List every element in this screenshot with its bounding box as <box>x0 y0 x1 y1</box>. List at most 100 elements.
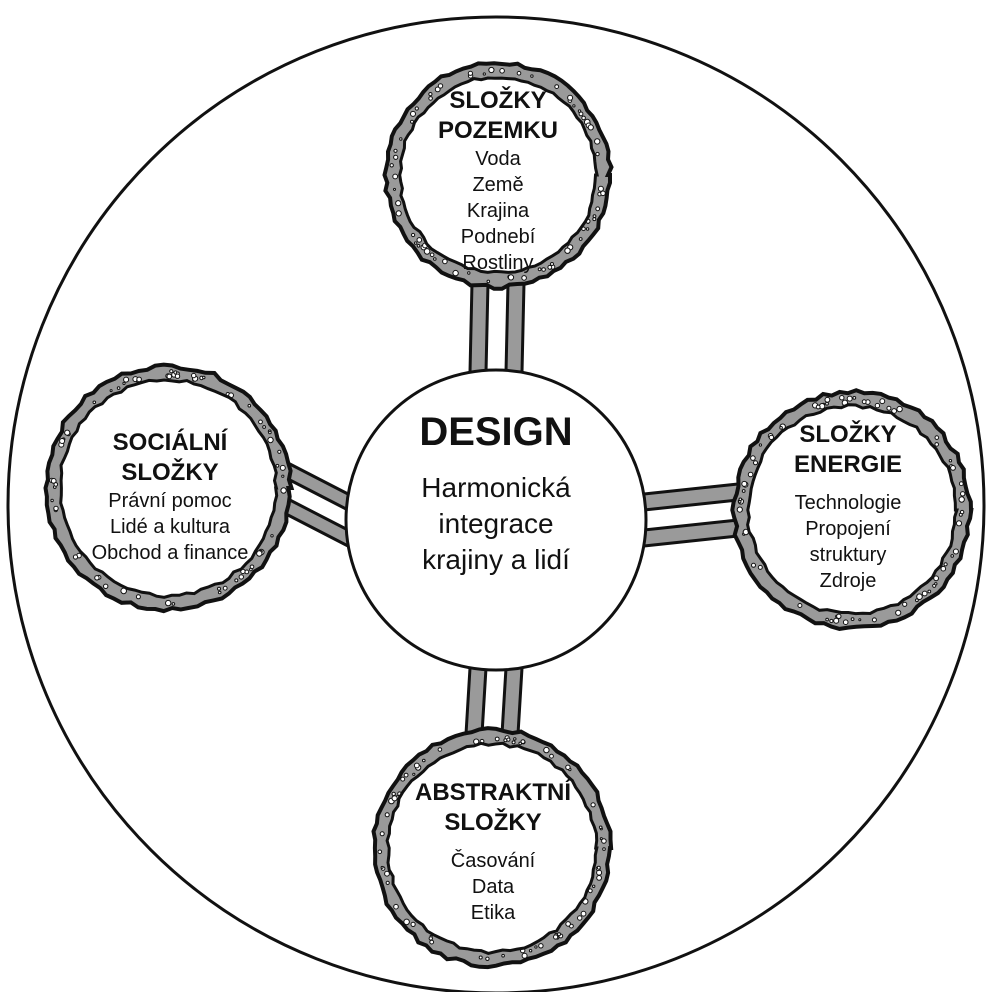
bubble-texture-dot <box>842 619 849 626</box>
node-top-item: Krajina <box>466 200 530 222</box>
bubble-texture-dot <box>268 430 272 435</box>
node-bottom-item: Časování <box>450 850 536 872</box>
node-top-label: SLOŽKY POZEMKU Voda Země Krajina Podnebí… <box>398 86 598 276</box>
bubble-texture-dot <box>895 609 902 616</box>
bubble-texture-dot <box>768 434 775 441</box>
bubble-texture-dot <box>256 550 263 557</box>
bubble-texture-dot <box>736 506 743 513</box>
bubble-texture-dot <box>753 460 758 466</box>
bubble-texture-dot <box>485 956 490 961</box>
node-bottom-title: ABSTRAKTNÍ <box>415 779 571 806</box>
bubble-texture-dot <box>478 955 483 960</box>
bubble-texture-dot <box>217 590 222 595</box>
bubble-texture-dot <box>393 154 399 160</box>
bubble-texture-dot <box>385 880 390 886</box>
bubble-texture-dot <box>50 498 54 503</box>
bubble-texture-dot <box>122 381 126 385</box>
bubble-texture-dot <box>422 758 426 763</box>
bubble-texture-dot <box>513 737 517 741</box>
center-subtitle-line: integrace <box>438 508 554 539</box>
bubble-texture-dot <box>829 618 834 624</box>
bubble-texture-dot <box>384 812 390 818</box>
node-top-item: Voda <box>475 148 521 170</box>
bubble-texture-dot <box>592 884 596 888</box>
bubble-texture-dot <box>494 736 500 742</box>
bubble-texture-dot <box>779 426 783 430</box>
bubble-texture-dot <box>521 275 527 281</box>
bubble-texture-dot <box>165 599 172 607</box>
bubble-texture-dot <box>403 772 409 778</box>
bubble-texture-dot <box>927 589 932 594</box>
bubble-texture-dot <box>940 565 947 572</box>
bubble-texture-dot <box>590 802 596 808</box>
node-right-item: Propojení <box>805 518 891 540</box>
bubble-texture-dot <box>596 875 602 881</box>
bubble-texture-dot <box>59 438 66 444</box>
bubble-texture-dot <box>379 831 385 837</box>
bubble-texture-dot <box>541 267 546 272</box>
bubble-texture-dot <box>577 915 583 921</box>
bubbles <box>43 61 974 970</box>
bubble-texture-dot <box>174 373 181 379</box>
center-subtitle-line: krajiny a lidí <box>422 544 570 575</box>
bubble-texture-dot <box>738 497 743 502</box>
bubble-texture-dot <box>598 825 603 830</box>
node-top-bubble <box>382 61 614 291</box>
bubble-texture-dot <box>950 465 956 471</box>
bubble-texture-dot <box>501 953 505 958</box>
bubble-texture-dot <box>594 138 601 145</box>
bubble-texture-dot <box>395 210 402 217</box>
bubble-texture-dot <box>403 918 410 926</box>
bubble-texture-dot <box>601 838 607 844</box>
bubble-texture-dot <box>741 480 748 487</box>
bubble-texture-dot <box>169 369 174 374</box>
bubble-texture-dot <box>410 110 416 117</box>
bubble-texture-dot <box>434 86 441 93</box>
bubble-texture-dot <box>846 395 853 402</box>
bubble-texture-dot <box>520 739 526 744</box>
bubble-texture-dot <box>549 753 554 759</box>
bubble-texture-dot <box>959 509 965 515</box>
bubble-texture-dot <box>467 70 473 76</box>
bubble-texture-dot <box>858 618 862 622</box>
bubble-texture-dot <box>565 764 571 770</box>
center-subtitle-line: Harmonická <box>421 472 571 503</box>
bubble-texture-dot <box>758 443 763 447</box>
bubble-texture-dot <box>577 109 582 113</box>
bubble-texture-dot <box>437 747 443 752</box>
bubble-texture-dot <box>92 400 97 405</box>
bubble-texture-dot <box>429 939 435 945</box>
bubble-texture-dot <box>839 395 845 401</box>
node-bottom-item: Etika <box>470 902 516 924</box>
node-top-title: POZEMKU <box>438 117 558 144</box>
bubble-texture-dot <box>499 68 505 74</box>
bubble-texture-dot <box>564 247 571 254</box>
bubble-texture-dot <box>578 237 583 241</box>
bubble-texture-dot <box>279 464 286 471</box>
bubble-texture-dot <box>414 241 418 245</box>
bubble-texture-dot <box>384 870 390 877</box>
bubble-texture-dot <box>518 741 523 746</box>
node-right-bubble <box>730 388 974 631</box>
bubble-texture-dot <box>238 574 245 580</box>
bubble-texture-dot <box>389 163 394 168</box>
bubble-texture-dot <box>399 137 403 141</box>
bubble-texture-dot <box>565 921 571 927</box>
bubble-texture-dot <box>103 583 109 589</box>
bubble-texture-dot <box>915 598 919 603</box>
bubble-texture-dot <box>750 455 756 461</box>
bubble-texture-dot <box>950 554 955 558</box>
center-circle <box>344 368 648 672</box>
bubble-texture-dot <box>581 115 586 121</box>
bubble-texture-dot <box>393 903 399 910</box>
bubble-texture-dot <box>958 481 964 487</box>
node-left-label: SOCIÁLNÍ SLOŽKY Právní pomoc Lidé a kult… <box>70 428 270 566</box>
bubble-texture-dot <box>234 578 239 583</box>
bubble-texture-dot <box>217 586 221 591</box>
bubble-texture-dot <box>467 271 471 275</box>
bubble-texture-dot <box>135 594 141 600</box>
bubble-texture-dot <box>578 111 584 117</box>
bubble-texture-dot <box>948 459 953 463</box>
bubble-texture-dot <box>797 603 803 608</box>
